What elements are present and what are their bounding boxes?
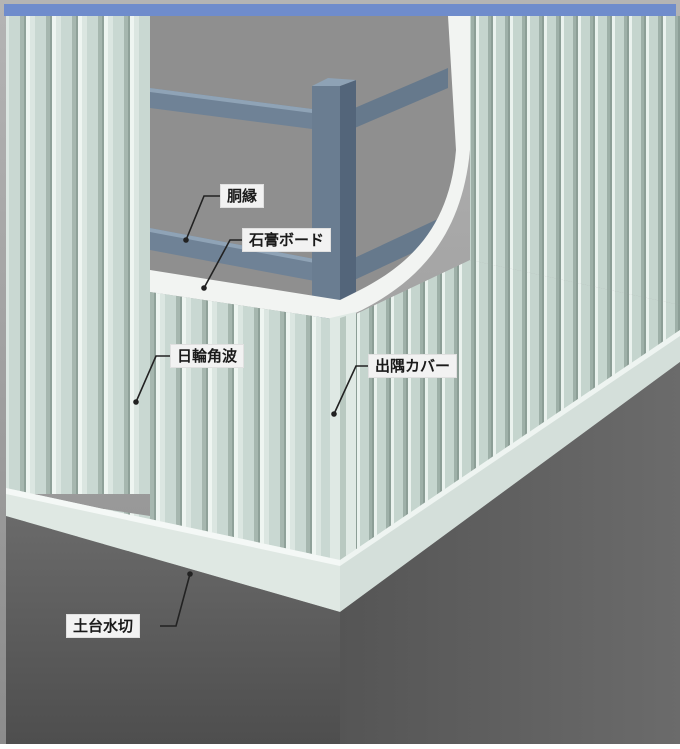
foundation xyxy=(6,362,680,744)
label-gypsum-board: 石膏ボード xyxy=(242,228,332,252)
label-corner-cover: 出隅カバー xyxy=(368,354,458,378)
cutaway-opening xyxy=(150,16,470,310)
sill-flashing xyxy=(6,330,680,612)
leader-corner-cover xyxy=(333,365,368,415)
header-bar xyxy=(4,4,676,16)
leader-cladding-profile xyxy=(135,355,170,403)
left-cladding-upper xyxy=(6,16,150,494)
steel-post xyxy=(312,78,356,320)
corner-cover-edge xyxy=(340,316,346,594)
right-cladding-upper xyxy=(470,16,680,305)
leader-lines xyxy=(133,195,368,627)
leader-girt xyxy=(185,195,220,241)
gypsum-board-panel xyxy=(150,16,470,320)
label-sill-flashing: 土台水切 xyxy=(66,614,141,638)
label-cladding-profile: 日輪角波 xyxy=(170,344,245,368)
leader-sill-flashing xyxy=(160,573,191,627)
leader-gypsum-board xyxy=(203,239,242,289)
label-girt: 胴縁 xyxy=(220,184,265,208)
steel-girts xyxy=(150,68,448,282)
